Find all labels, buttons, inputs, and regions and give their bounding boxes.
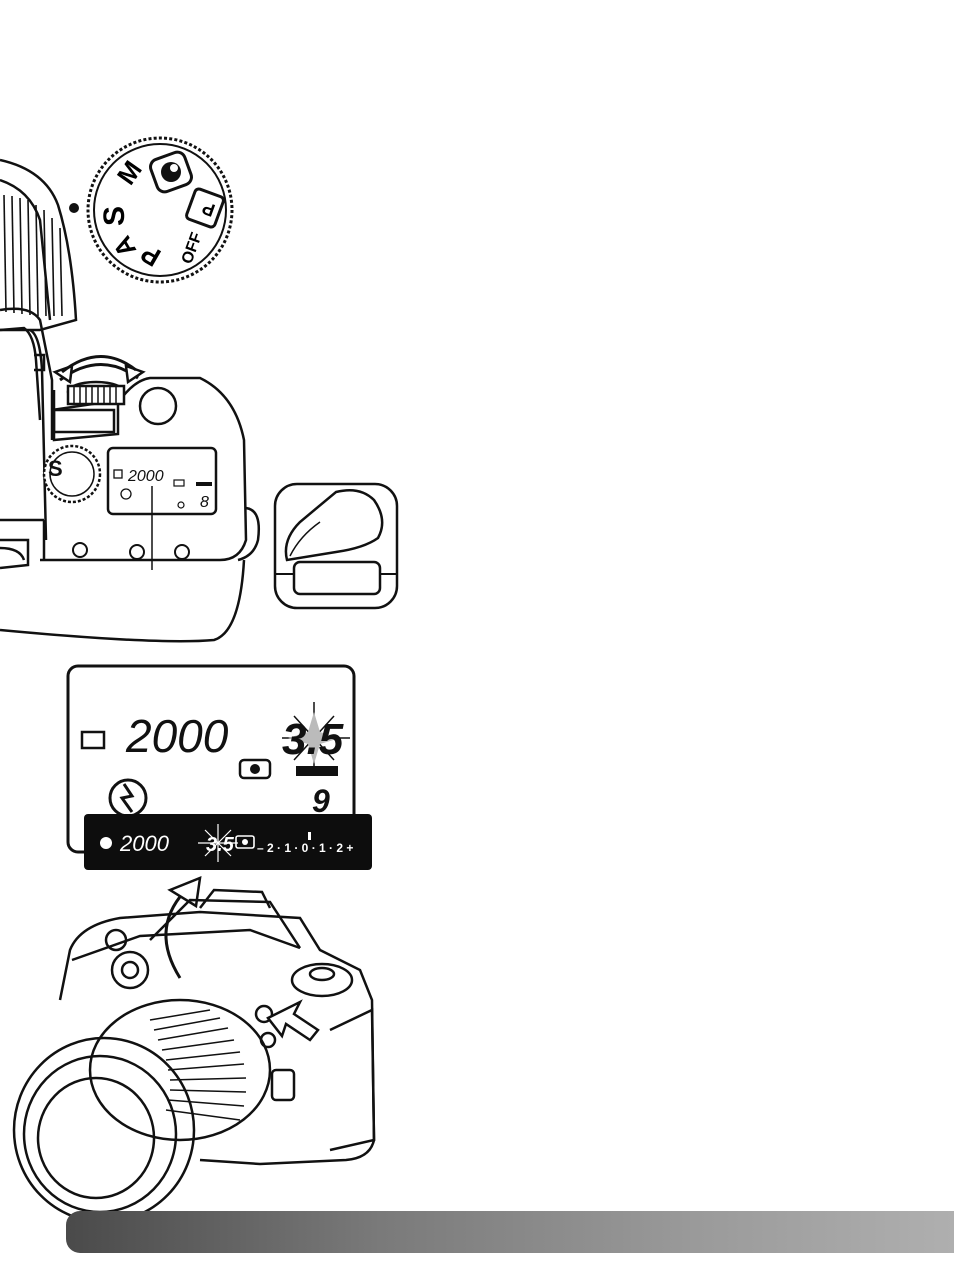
lcd-frame-count: 9 (312, 783, 330, 819)
top-lcd-frame-count: 8 (200, 494, 209, 511)
camera-front-illustration (12, 888, 376, 1224)
viewfinder-aperture: 3.5 (206, 834, 235, 856)
single-frame-icon (113, 469, 123, 479)
sub-dial-label: S (48, 456, 63, 481)
metering-icon (235, 835, 255, 849)
viewfinder-shutter: 2000 (119, 831, 170, 856)
lens-barrel (0, 158, 78, 332)
exposure-pointer (308, 832, 311, 840)
shutter-release-button[interactable] (138, 386, 178, 426)
lift-arrow-icon (164, 891, 186, 979)
mode-dial[interactable]: M S A P OFF P (86, 136, 234, 284)
footer-bar (66, 1211, 954, 1253)
battery-icon (296, 766, 338, 776)
camera-top-body (0, 307, 260, 643)
program-shift-icon: P (185, 187, 225, 229)
top-lcd-shutter: 2000 (127, 468, 164, 485)
single-frame-icon (80, 730, 106, 750)
battery-icon (196, 482, 212, 486)
lcd-shutter: 2000 (125, 710, 229, 762)
flash-off-icon (120, 488, 132, 500)
focus-signal-icon (100, 837, 112, 849)
dial-label-s: S (98, 206, 131, 226)
mount-index-dot (69, 203, 79, 213)
metering-icon (238, 758, 272, 780)
lens-ribbing (149, 1009, 247, 1121)
film-icon (177, 501, 185, 509)
lcd-aperture: 3.5 (282, 715, 344, 764)
portrait-mode-icon (149, 150, 193, 194)
metering-icon (173, 479, 185, 487)
sub-mode-dial[interactable] (42, 444, 102, 504)
press-button-inset (273, 482, 399, 610)
blink-indicator (282, 702, 350, 776)
finger-icon (284, 489, 384, 562)
body-holes (72, 542, 190, 560)
top-lcd (106, 446, 218, 570)
control-dial[interactable] (52, 355, 146, 406)
button-icon (292, 560, 382, 596)
exposure-scale: – 2 · 1 · 0 · 1 · 2 + (257, 841, 353, 855)
viewfinder-display (84, 814, 372, 870)
pointing-arrow-icon (266, 999, 320, 1042)
blink-indicator (198, 824, 238, 862)
